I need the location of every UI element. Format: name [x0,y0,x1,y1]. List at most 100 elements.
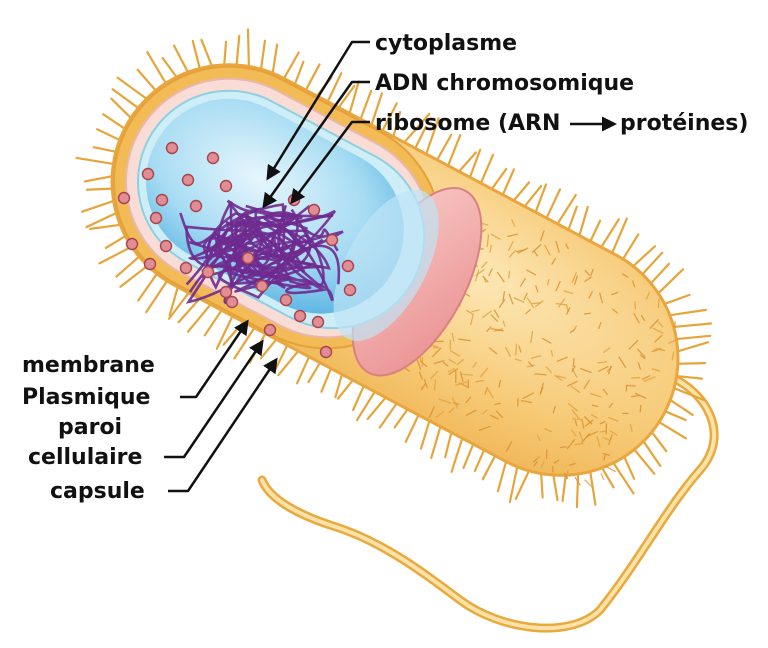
pilus [167,291,190,320]
pilus [663,293,691,306]
ribosome [159,239,173,253]
pilus [612,461,635,495]
pilus [304,63,321,92]
ribosome [117,191,131,205]
pilus [96,128,121,142]
pilus [136,68,157,92]
pilus [83,175,114,183]
pilus [561,474,567,503]
pilus [552,473,559,502]
pilus [191,39,201,70]
pilus [115,255,141,278]
pilus [457,151,478,173]
pilus [259,338,278,360]
ribosome [307,203,321,217]
ribosome [149,211,163,225]
leader-ribosome [290,120,370,205]
pilus [668,308,708,317]
ribosome [141,167,155,181]
pilus [381,102,398,132]
pilus [567,205,578,231]
pilus [307,361,322,384]
pilus [92,146,118,153]
pilus [145,279,169,314]
pilus [664,410,687,422]
pilus [186,303,212,333]
pilus [462,443,475,470]
pilus [575,472,580,509]
pilus [259,39,267,71]
leader-cytoplasme [266,40,370,181]
pilus [657,420,687,440]
pilus [277,349,300,377]
pilus [672,322,713,329]
pilus [137,272,158,302]
pilus [523,184,543,208]
ribosome [219,285,233,299]
pilus [508,465,519,504]
pilus [672,387,707,402]
pilus [404,413,420,443]
pilus [293,60,305,86]
ribosome [343,283,357,297]
pilus [444,431,453,459]
ribosome [189,199,203,213]
pilus [355,390,376,422]
pilus [623,455,636,480]
label-paroi-line1: paroi [58,415,122,440]
pilus [111,88,140,110]
pilus [473,448,486,473]
ribosome [206,151,220,165]
ribosome [341,259,355,273]
ribosome [263,323,277,337]
capsule-fuzz [400,219,679,488]
pilus [419,419,431,450]
pilus [233,326,256,360]
pilus [337,84,356,109]
pilus [436,133,453,161]
label-paroi-line2: cellulaire [28,445,142,470]
pilus [649,262,670,285]
pilus [85,211,118,229]
pilus [392,110,402,138]
label-proteines: protéines) [620,111,748,136]
pilus [378,402,398,429]
label-membrane-line1: membrane [22,353,155,378]
pilus [282,51,300,80]
ribosome [179,261,193,275]
pilus [430,425,442,460]
pilus [172,44,190,74]
ribosome [255,279,269,293]
ribosome [181,173,195,187]
pilus [578,205,589,237]
ribosome [125,237,139,251]
pilus [75,156,115,166]
pilus [98,245,133,265]
ribosome [165,141,179,155]
label-capsule: capsule [50,479,145,504]
ribosome [325,233,339,247]
pilus [352,384,365,412]
ribosome [279,293,293,307]
pilus [359,89,373,121]
pilus [119,264,149,288]
pilus [514,469,531,500]
pilus [370,92,384,127]
pilus [235,34,241,67]
pilus [632,245,657,268]
ribosome [219,179,233,193]
pilus [161,56,178,79]
leader-membrane [180,319,249,399]
pilus [102,113,126,130]
pilus [104,234,127,250]
pilus [534,183,548,214]
pilus [657,268,685,295]
pilus [600,218,620,249]
pilus [320,367,333,393]
pilus [203,309,223,337]
pilus [650,430,668,453]
pilus [246,28,251,68]
pilus [272,344,289,374]
pilus [675,374,704,380]
